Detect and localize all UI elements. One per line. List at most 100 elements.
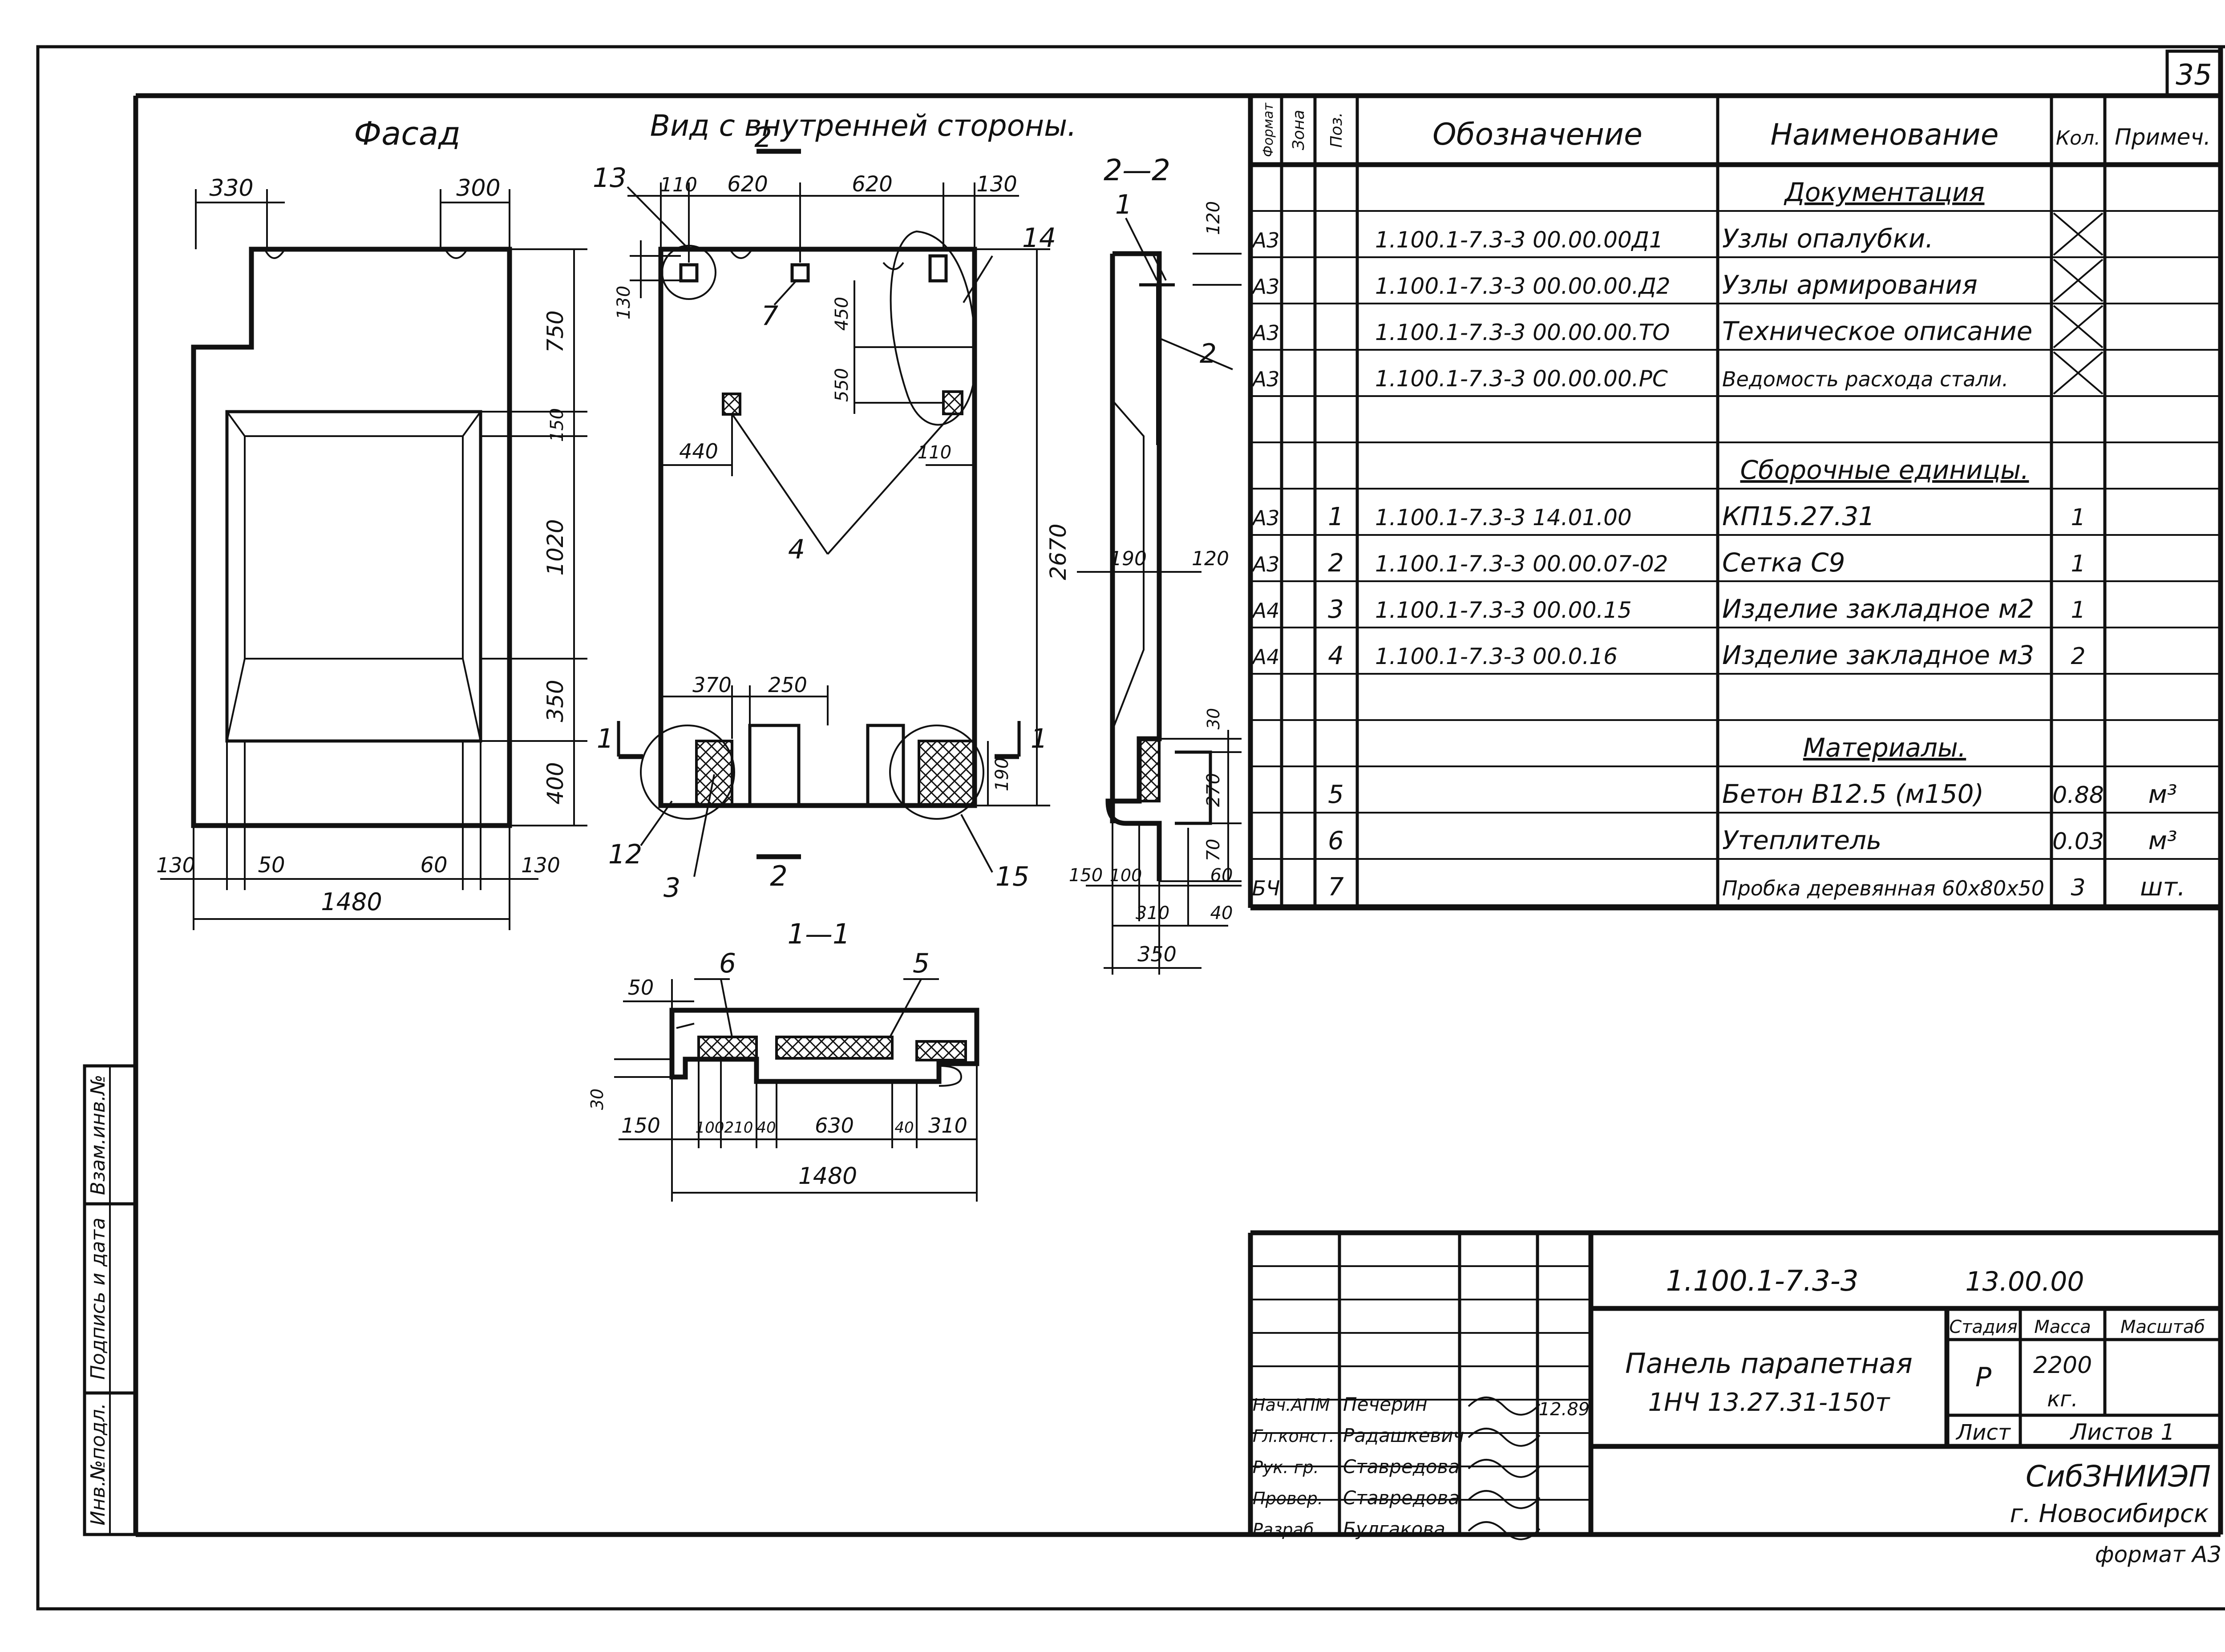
org-line1: СибЗНИИЭП <box>2026 1459 2211 1494</box>
cell-qty: 1 <box>2071 597 2085 624</box>
dim-text: 120 <box>1203 201 1224 235</box>
sign-name: Радашкевич <box>1343 1425 1464 1446</box>
cell-qty: 0.88 <box>2052 782 2104 809</box>
callout-15: 15 <box>995 861 1029 892</box>
dim-text: 100 <box>696 1119 724 1137</box>
sheet-frame: 35 <box>36 45 2225 1611</box>
dim-text: 50 <box>628 976 654 1000</box>
mass-value: 2200 <box>2033 1352 2092 1379</box>
cell-section-title: Материалы. <box>1803 733 1966 763</box>
spec-row: Сборочные единицы. <box>1740 455 2029 485</box>
cross-mark <box>2053 212 2104 256</box>
cell-name: Бетон В12.5 (м150) <box>1722 779 1984 809</box>
dim-text: 30 <box>1204 708 1223 729</box>
dim-text: 50 <box>258 853 285 878</box>
dim-text: 750 <box>542 310 568 352</box>
callout-4: 4 <box>788 534 805 565</box>
cell-format: А3 <box>1251 367 1280 391</box>
sheet-label: Лист <box>1955 1420 2011 1445</box>
dim-text: 620 <box>727 172 768 197</box>
cut-mark-1-right: 1 <box>1031 723 1048 754</box>
sign-name: Ставредова <box>1343 1487 1460 1509</box>
cell-name: Ведомость расхода стали. <box>1722 367 2008 391</box>
dim-text: 150 <box>1069 865 1103 886</box>
facade-view: Фасад 330 300 750 150 1020 350 400 <box>156 115 587 930</box>
cell-designation: 1.100.1-7.3-3 00.00.00Д1 <box>1375 227 1663 253</box>
dim-text: 250 <box>768 673 807 697</box>
spec-row: Материалы. <box>1803 733 1966 763</box>
cell-qty: 1 <box>2071 504 2085 531</box>
title-block: 1.100.1-7.3-3 13.00.00 Панель парапетная… <box>1248 1230 2221 1567</box>
cell-designation: 1.100.1-7.3-3 14.01.00 <box>1375 505 1632 530</box>
cell-note: м³ <box>2148 826 2177 855</box>
dim-text: 130 <box>521 853 560 877</box>
header-name: Наименование <box>1771 117 1999 152</box>
specification-table: Формат Зона Поз. Обозначение Наименовани… <box>1248 96 2221 911</box>
cell-name: Техническое описание <box>1722 316 2032 346</box>
sign-role: Нач.АПМ <box>1253 1395 1330 1415</box>
dim-text: 120 <box>1192 547 1229 570</box>
side-stamp: Взам.инв.№ Подпись и дата Инв.№подл. <box>83 1064 138 1536</box>
signature-scribble <box>1468 1428 1541 1447</box>
header-zone: Зона <box>1290 110 1308 150</box>
header-note: Примеч. <box>2115 124 2211 150</box>
format-note: формат А3 <box>2095 1542 2221 1567</box>
callout-2-section: 2 <box>1200 338 1217 369</box>
dim-text: 70 <box>1203 839 1224 862</box>
signature-scribble <box>1468 1490 1541 1509</box>
title-line1: Панель парапетная <box>1625 1347 1913 1380</box>
dim-text: 550 <box>832 368 852 402</box>
dim-text: 400 <box>542 762 568 804</box>
dim-text: 130 <box>156 853 195 877</box>
dim-text: 330 <box>209 175 253 202</box>
cell-note: м³ <box>2148 780 2177 809</box>
facade-title: Фасад <box>354 115 461 152</box>
dim-text: 190 <box>992 757 1012 791</box>
cross-mark <box>2053 259 2104 302</box>
dim-text: 310 <box>928 1113 967 1138</box>
cell-designation: 1.100.1-7.3-3 00.00.15 <box>1375 597 1632 623</box>
dim-text: 190 <box>1109 547 1147 570</box>
dim-text: 40 <box>756 1119 776 1137</box>
cell-format: А4 <box>1251 645 1280 669</box>
dim-text: 620 <box>852 172 893 197</box>
cell-designation: 1.100.1-7.3-3 00.00.00.РС <box>1375 366 1668 392</box>
dim-text: 630 <box>815 1113 854 1138</box>
cell-format: А3 <box>1251 552 1280 576</box>
cell-designation: 1.100.1-7.3-3 00.00.00.ТО <box>1375 320 1670 345</box>
cell-pos: 2 <box>1328 549 1344 578</box>
dim-text: 60 <box>1210 865 1233 886</box>
header-pos: Поз. <box>1327 112 1346 148</box>
cell-format: А4 <box>1251 599 1280 623</box>
stage-value: Р <box>1975 1362 1992 1393</box>
spec-row: А3 1.100.1-7.3-3 00.00.00.РС Ведомость рас… <box>1251 351 2104 395</box>
sign-role: Гл.конст. <box>1253 1426 1335 1446</box>
dim-text: 270 <box>1203 773 1224 807</box>
cell-format: БЧ <box>1252 876 1280 900</box>
callout-7: 7 <box>761 300 778 332</box>
section-1-1: 1—1 6 5 50 30 150 100 210 40 630 40 <box>587 918 979 1202</box>
dim-text: 300 <box>456 175 500 202</box>
sheets-label: Листов 1 <box>2070 1419 2175 1445</box>
cross-mark <box>2053 351 2104 395</box>
cell-name: Пробка деревянная 60х80х50 <box>1722 876 2044 900</box>
inside-view: Вид с внутренней стороны. 2 110 620 620 … <box>593 109 1076 903</box>
cell-pos: 7 <box>1328 873 1344 902</box>
dim-text: 370 <box>692 673 732 697</box>
cell-designation: 1.100.1-7.3-3 00.0.16 <box>1375 644 1618 669</box>
cell-format: А3 <box>1251 228 1280 252</box>
dim-text: 440 <box>679 439 718 463</box>
title-line2: 1НЧ 13.27.31-150т <box>1648 1388 1890 1417</box>
dim-text: 40 <box>894 1119 914 1137</box>
signature-scribble <box>1468 1459 1541 1478</box>
dim-overall-11: 1480 <box>798 1163 857 1190</box>
